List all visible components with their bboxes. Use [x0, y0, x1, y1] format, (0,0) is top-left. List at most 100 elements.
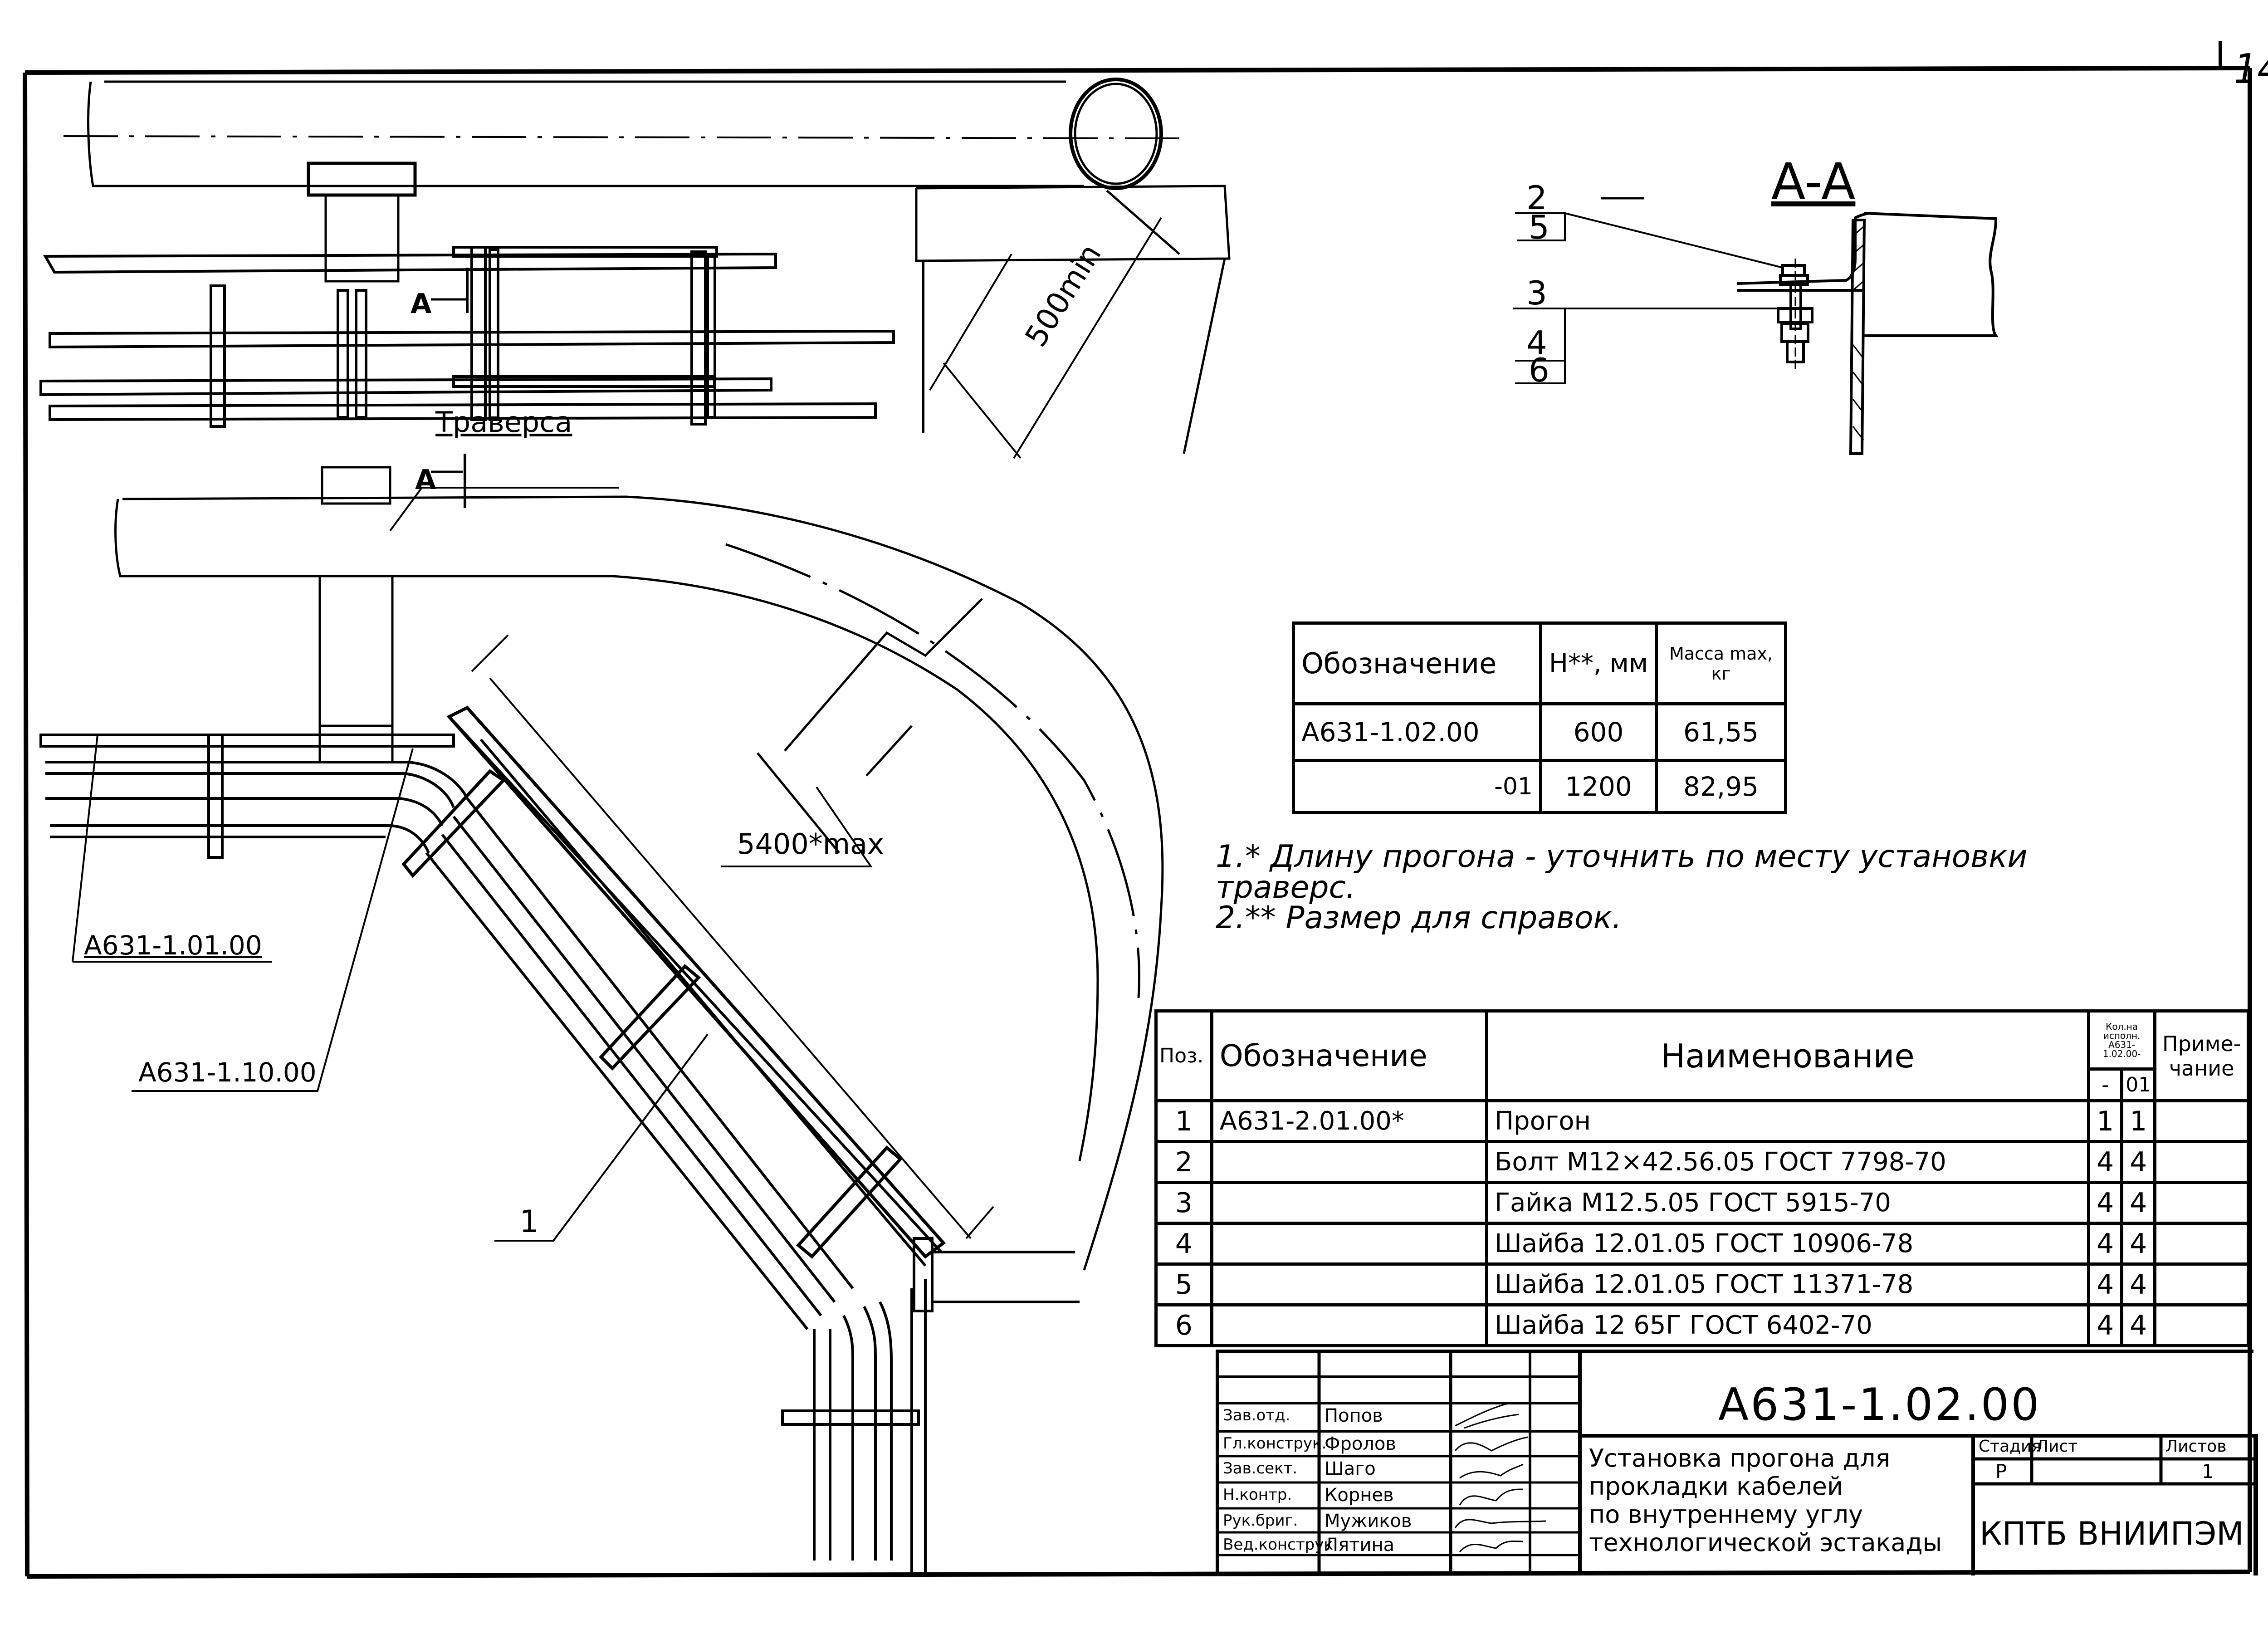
organization: КПТБ ВНИИПЭМ	[1980, 1515, 2244, 1552]
stage-block-lines	[1975, 1434, 2253, 1486]
spec-col-note: Приме-чание	[2153, 1009, 2250, 1102]
signature-role: Гл.конструк.	[1223, 1434, 1327, 1453]
signature-name: Мужиков	[1325, 1511, 1412, 1531]
section-a-a	[1513, 197, 1999, 455]
specification-table: Поз. Обозначение Наименование Кол.на исп…	[1154, 1009, 2250, 1347]
signature-name: Фролов	[1325, 1433, 1396, 1454]
signature-name: Лятина	[1325, 1535, 1395, 1556]
spec-cell-designation	[1210, 1181, 1488, 1225]
title-divider	[1582, 1434, 2253, 1438]
spec-cell-qty-01: 1	[2120, 1099, 2157, 1143]
spec-cell-note	[2153, 1099, 2250, 1143]
spec-cell-name: Шайба 12.01.05 ГОСТ 11371-78	[1485, 1262, 2090, 1306]
spec-cell-pos: 4	[1154, 1222, 1213, 1266]
spec-cell-qty-base: 4	[2087, 1140, 2124, 1184]
spec-cell-qty-base: 4	[2087, 1222, 2124, 1266]
variant-row: А631-1.02.00 600 61,55	[1292, 702, 1787, 762]
drawing-title-line: по внутреннему углу	[1589, 1500, 1863, 1529]
variant-mass: 61,55	[1655, 702, 1787, 762]
signature-grid-lines	[1219, 1353, 1582, 1575]
signature-role: Вед.конструк.	[1223, 1536, 1338, 1554]
callout-5: 5	[1529, 208, 1549, 246]
variant-designation: А631-1.02.00	[1292, 702, 1542, 762]
spec-header-row-2: - 01	[1156, 1067, 2248, 1102]
spec-col-name: Наименование	[1485, 1009, 2090, 1102]
document-code: А631-1.02.00	[1718, 1379, 2041, 1431]
reference-a631-1-01-00: А631-1.01.00	[84, 930, 262, 961]
col-mass: Масса max, кг	[1655, 621, 1787, 705]
signature-name: Попов	[1325, 1405, 1383, 1426]
spec-col-qty-01: 01	[2120, 1067, 2157, 1102]
spec-cell-pos: 5	[1154, 1262, 1213, 1306]
section-mark-lower: A	[415, 464, 436, 496]
stage-label: Стадия	[1979, 1437, 2042, 1456]
spec-cell-note	[2153, 1140, 2250, 1184]
sheet-number: 14	[2234, 45, 2268, 93]
spec-cell-qty-01: 4	[2120, 1181, 2157, 1225]
spec-cell-qty-base: 4	[2087, 1303, 2124, 1347]
spec-cell-name: Шайба 12 65Г ГОСТ 6402-70	[1485, 1303, 2090, 1347]
spec-col-qty-base: -	[2087, 1067, 2124, 1102]
spec-cell-note	[2153, 1222, 2250, 1266]
spec-cell-qty-01: 4	[2120, 1262, 2157, 1306]
callout-3: 3	[1526, 274, 1547, 312]
reference-a631-1-10-00: А631-1.10.00	[138, 1057, 317, 1088]
drawing-title-line: прокладки кабелей	[1589, 1472, 1843, 1501]
col-designation: Обозначение	[1292, 621, 1542, 705]
drawing-title-line: технологической эстакады	[1589, 1528, 1942, 1557]
note-2: 2.** Размер для справок.	[1216, 900, 1622, 936]
variant-height: 1200	[1539, 759, 1658, 814]
spec-cell-name: Гайка М12.5.05 ГОСТ 5915-70	[1485, 1181, 2090, 1225]
spec-cell-designation	[1210, 1140, 1488, 1184]
spec-cell-note	[2153, 1181, 2250, 1225]
signature-role: Н.контр.	[1223, 1486, 1292, 1504]
spec-col-designation: Обозначение	[1210, 1009, 1488, 1102]
callout-6: 6	[1529, 351, 1549, 389]
stage-value: Р	[1995, 1460, 2007, 1482]
section-mark-upper: A	[411, 288, 432, 320]
spec-col-pos: Поз.	[1154, 1009, 1213, 1102]
spec-cell-name: Шайба 12.01.05 ГОСТ 10906-78	[1485, 1222, 2090, 1266]
variant-height: 600	[1539, 702, 1658, 762]
section-title: A-A	[1771, 152, 1856, 210]
signature-name: Шаго	[1325, 1458, 1376, 1479]
sheet-frame	[23, 41, 2252, 1579]
plan-view-top	[39, 78, 1231, 532]
sheets-label: Листов	[2165, 1437, 2227, 1456]
spec-cell-designation	[1210, 1303, 1488, 1347]
sheet-label: Лист	[2036, 1437, 2078, 1456]
spec-cell-name: Прогон	[1485, 1099, 2090, 1143]
variant-designation: -01	[1292, 759, 1542, 814]
spec-cell-designation	[1210, 1262, 1488, 1306]
signature-role: Рук.бриг.	[1223, 1512, 1298, 1530]
variant-mass: 82,95	[1655, 759, 1787, 814]
spec-cell-qty-01: 4	[2120, 1140, 2157, 1184]
drawing-title-line: Установка прогона для	[1589, 1444, 1891, 1473]
spec-cell-designation	[1210, 1222, 1488, 1266]
callout-2: 2	[1526, 179, 1547, 217]
spec-cell-pos: 2	[1154, 1140, 1213, 1184]
variant-row: -01 1200 82,95	[1292, 759, 1787, 814]
position-callout-1: 1	[519, 1204, 539, 1240]
signature-role: Зав.отд.	[1223, 1406, 1290, 1424]
spec-cell-qty-01: 4	[2120, 1222, 2157, 1266]
spec-cell-pos: 6	[1154, 1303, 1213, 1347]
spec-cell-name: Болт М12×42.56.05 ГОСТ 7798-70	[1485, 1140, 2090, 1184]
variant-table: Обозначение H**, мм Масса max, кг А631-1…	[1292, 621, 1787, 814]
spec-cell-qty-base: 1	[2087, 1099, 2124, 1143]
callout-4: 4	[1526, 324, 1547, 362]
spec-cell-pos: 1	[1154, 1099, 1213, 1143]
spec-cell-qty-base: 4	[2087, 1262, 2124, 1306]
spec-cell-qty-01: 4	[2120, 1303, 2157, 1347]
signature-role: Зав.сект.	[1223, 1459, 1298, 1477]
spec-cell-pos: 3	[1154, 1181, 1213, 1225]
